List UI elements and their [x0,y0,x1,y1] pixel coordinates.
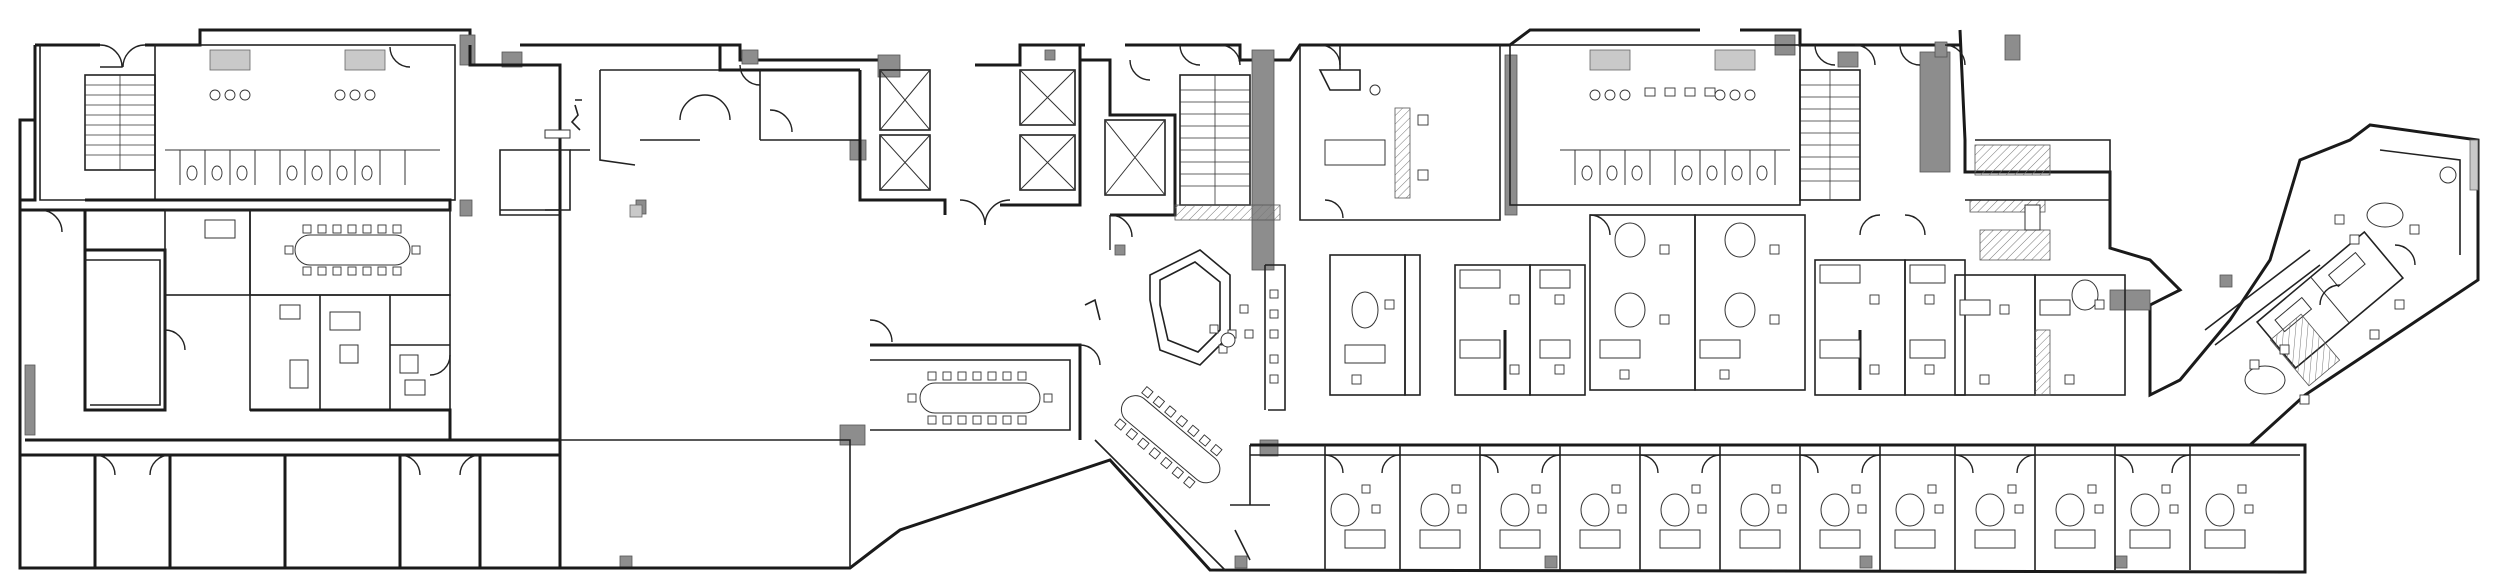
left-wing [20,44,560,568]
workstation-area [869,199,2126,571]
stair-icon [85,75,155,170]
elevator-icon [879,69,1166,196]
toilet-icon [209,89,376,101]
conference-table-icon [907,371,1053,425]
right-wing [1965,139,2479,405]
desk-icon [1329,214,2126,396]
exterior-walls [18,28,2480,574]
central-open-area [468,43,861,570]
building-core [858,44,2046,250]
private-offices-row [1250,443,2305,570]
conference-table-icon [1114,386,1223,489]
door-swing-icon [39,44,481,476]
conference-table-icon [284,224,421,276]
